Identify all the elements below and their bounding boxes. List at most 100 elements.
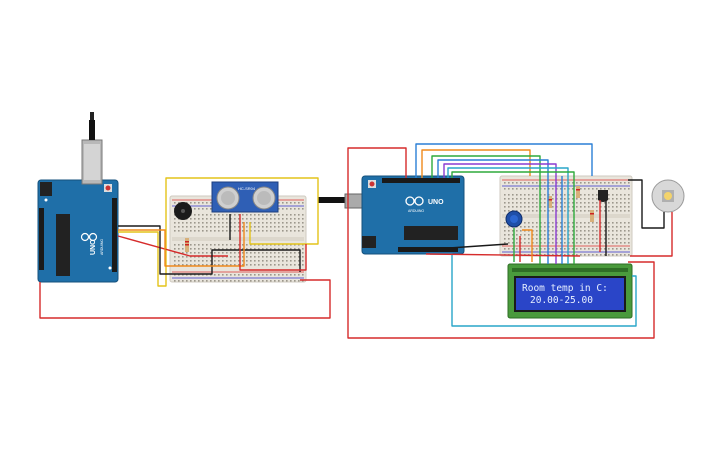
breadboard-hole (504, 210, 506, 212)
breadboard-hole (206, 218, 208, 220)
breadboard-hole (552, 182, 554, 184)
breadboard-hole (174, 202, 176, 204)
breadboard-hole (592, 198, 594, 200)
breadboard-hole (278, 230, 280, 232)
breadboard-hole (210, 248, 212, 250)
breadboard-hole (556, 238, 558, 240)
breadboard-hole (576, 206, 578, 208)
breadboard-hole (548, 182, 550, 184)
breadboard-hole (556, 206, 558, 208)
breadboard-hole (266, 244, 268, 246)
breadboard-hole (516, 210, 518, 212)
breadboard-hole (608, 242, 610, 244)
breadboard-hole (182, 264, 184, 266)
breadboard-hole (624, 202, 626, 204)
breadboard-hole (552, 210, 554, 212)
breadboard-hole (298, 280, 300, 282)
wire-purple-top (443, 163, 557, 264)
breadboard-hole (178, 230, 180, 232)
breadboard-hole (250, 226, 252, 228)
breadboard-hole (262, 256, 264, 258)
breadboard-hole (600, 210, 602, 212)
arduino-uno-right[interactable]: UNO ARDUINO (361, 175, 465, 255)
breadboard-hole (536, 222, 538, 224)
wire-red-left-2 (239, 214, 307, 271)
breadboard-hole (206, 252, 208, 254)
breadboard-hole (556, 198, 558, 200)
breadboard-hole (270, 274, 272, 276)
breadboard-hole (608, 254, 610, 256)
breadboard-hole (194, 252, 196, 254)
breadboard-hole (194, 244, 196, 246)
temperature-sensor[interactable] (598, 190, 608, 202)
breadboard-hole (182, 260, 184, 262)
breadboard-hole (198, 208, 200, 210)
resistor-left (185, 238, 189, 252)
breadboard-hole (528, 210, 530, 212)
breadboard-hole (524, 194, 526, 196)
breadboard-hole (584, 234, 586, 236)
breadboard-hole (588, 234, 590, 236)
breadboard-hole (572, 188, 574, 190)
breadboard-hole (580, 182, 582, 184)
breadboard-hole (568, 198, 570, 200)
breadboard-hole (588, 202, 590, 204)
breadboard-hole (628, 234, 630, 236)
breadboard-hole (580, 254, 582, 256)
wire-red-right-power (425, 253, 581, 257)
breadboard-hole (294, 260, 296, 262)
arduino-uno-left[interactable]: UNO ARDUINO (37, 112, 119, 283)
breadboard-hole (592, 222, 594, 224)
lcd-16x2[interactable]: Room temp in C: 20.00-25.00 (507, 263, 633, 319)
breadboard-hole (286, 222, 288, 224)
breadboard-hole (270, 252, 272, 254)
breadboard-hole (270, 260, 272, 262)
breadboard-hole (182, 256, 184, 258)
breadboard-hole (516, 248, 518, 250)
breadboard-hole (214, 230, 216, 232)
breadboard-hole (194, 248, 196, 250)
breadboard-hole (242, 280, 244, 282)
breadboard-hole (202, 248, 204, 250)
breadboard-hole (250, 218, 252, 220)
breadboard-hole (564, 182, 566, 184)
breadboard-hole (556, 226, 558, 228)
breadboard-hole (242, 226, 244, 228)
breadboard-hole (564, 222, 566, 224)
breadboard-hole (226, 260, 228, 262)
breadboard-hole (190, 264, 192, 266)
resistor-right-1 (548, 196, 552, 208)
breadboard-hole (628, 194, 630, 196)
piezo-buzzer[interactable] (174, 202, 192, 220)
breadboard-hole (528, 226, 530, 228)
breadboard-hole (190, 252, 192, 254)
breadboard-hole (604, 248, 606, 250)
breadboard-hole (536, 234, 538, 236)
breadboard-hole (174, 248, 176, 250)
breadboard-hole (250, 222, 252, 224)
breadboard-hole (568, 238, 570, 240)
breadboard-hole (250, 214, 252, 216)
breadboard-hole (532, 234, 534, 236)
ultrasonic-sensor[interactable]: HC-SR04 (211, 181, 279, 213)
breadboard-hole (258, 222, 260, 224)
breadboard-hole (190, 256, 192, 258)
breadboard-hole (190, 280, 192, 282)
breadboard-hole (178, 260, 180, 262)
breadboard-hole (282, 208, 284, 210)
breadboard-hole (230, 280, 232, 282)
breadboard-hole (218, 252, 220, 254)
breadboard-hole (174, 218, 176, 220)
dc-motor[interactable] (651, 179, 685, 213)
breadboard-hole (604, 230, 606, 232)
breadboard-hole (588, 210, 590, 212)
breadboard-hole (274, 274, 276, 276)
potentiometer[interactable] (505, 210, 523, 228)
breadboard-hole (202, 244, 204, 246)
breadboard-hole (612, 242, 614, 244)
breadboard-hole (198, 248, 200, 250)
breadboard-hole (282, 202, 284, 204)
breadboard-hole (572, 222, 574, 224)
breadboard-hole (580, 234, 582, 236)
breadboard-hole (202, 264, 204, 266)
